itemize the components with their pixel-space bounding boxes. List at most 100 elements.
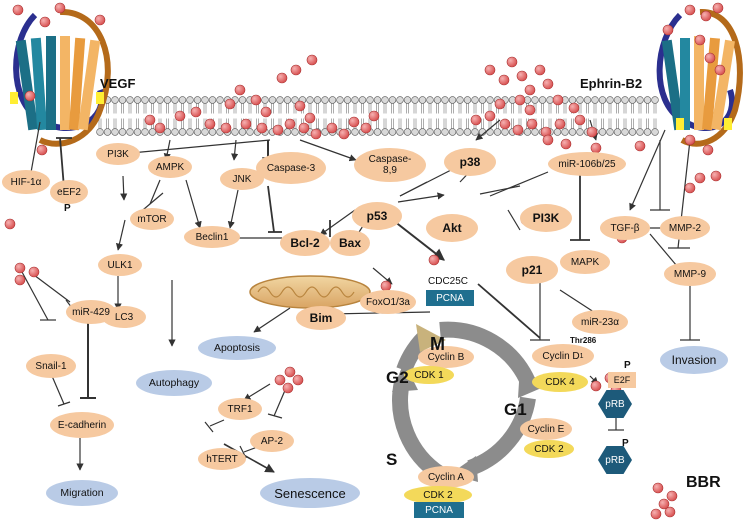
bbr-molecule-icon: [512, 124, 524, 136]
lipid-head: [643, 128, 652, 136]
lipid-tail: [398, 103, 402, 114]
bbr-molecule-icon: [294, 100, 306, 112]
bbr-molecule-icon: [368, 110, 380, 122]
lipid-head: [411, 96, 419, 104]
lipid-tail: [623, 118, 627, 129]
lipid-tail: [106, 118, 109, 129]
pathway-connectors: [21, 119, 700, 473]
lipid-tail: [128, 118, 132, 129]
bbr-molecule-icon: [304, 112, 316, 124]
lipid-head: [343, 96, 352, 104]
lipid-tail: [398, 118, 402, 129]
bbr-molecule-icon: [28, 266, 40, 278]
cell-membrane: [96, 96, 659, 136]
lipid-tail: [271, 103, 274, 114]
bbr-molecule-icon: [94, 14, 106, 26]
cdc25c-label: CDC25C: [428, 276, 469, 287]
lipid-head: [193, 128, 202, 136]
lipid-tail: [323, 103, 327, 114]
lipid-tail: [451, 118, 454, 129]
lipid-head: [163, 96, 172, 104]
bbr-molecule-icon: [574, 114, 586, 126]
lipid-tail: [113, 118, 117, 129]
lipid-head: [396, 128, 404, 136]
lipid-head: [141, 96, 149, 104]
bbr-molecule-icon: [174, 110, 186, 122]
bbr-molecule-icon: [260, 106, 272, 118]
phase-g2-label: G2: [386, 368, 409, 387]
lipid-tail: [586, 103, 589, 114]
lipid-tail: [211, 103, 214, 114]
lipid-head: [96, 128, 104, 136]
bbr-molecule-icon: [516, 70, 528, 82]
lipid-tail: [308, 103, 312, 114]
lipid-tail: [646, 118, 649, 129]
ampk-node: AMPK: [148, 156, 192, 178]
lipid-head: [366, 96, 374, 104]
prb-bottom-hexagon: pRB: [598, 446, 632, 474]
lipid-tail: [248, 103, 252, 114]
bbr-molecule-icon: [684, 182, 696, 194]
lipid-tail: [466, 118, 469, 129]
ephrin-b2-receptor-icon: [656, 8, 743, 147]
lipid-tail: [406, 103, 409, 114]
lipid-head: [178, 96, 187, 104]
lipid-head: [448, 96, 457, 104]
bbr-molecule-icon: [664, 506, 676, 518]
lipid-head: [291, 128, 299, 136]
bbr-molecule-icon: [684, 134, 696, 146]
bbr-molecule-icon: [154, 122, 166, 134]
lipid-head: [388, 96, 397, 104]
migration-outcome: Migration: [46, 480, 118, 506]
lipid-head: [606, 128, 614, 136]
lipid-head: [141, 128, 149, 136]
lipid-tail: [218, 118, 222, 129]
tgfb-node: TGF-β: [600, 216, 650, 240]
bbr-molecule-icon: [284, 118, 296, 130]
lipid-head: [576, 96, 584, 104]
bbr-molecule-icon: [290, 64, 302, 76]
lipid-head: [328, 96, 337, 104]
mapk-node: MAPK: [560, 250, 610, 274]
lipid-tail: [113, 103, 117, 114]
lipid-tail: [233, 118, 237, 129]
bbr-molecule-icon: [554, 118, 566, 130]
lipid-head: [426, 128, 434, 136]
bbr-molecule-icon: [284, 366, 296, 378]
lipid-head: [403, 96, 412, 104]
lipid-head: [336, 96, 344, 104]
bbr-molecule-icon: [272, 124, 284, 136]
lipid-tail: [166, 118, 169, 129]
lipid-tail: [166, 103, 169, 114]
lipid-head: [591, 96, 599, 104]
bbr-molecule-icon: [204, 118, 216, 130]
lipid-head: [531, 96, 539, 104]
lipid-head: [133, 128, 142, 136]
bbr-molecule-icon: [484, 64, 496, 76]
lipid-tail: [511, 118, 514, 129]
bbr-molecule-icon: [24, 90, 36, 102]
e2f-box: E2F: [608, 372, 636, 388]
lipid-head: [321, 128, 329, 136]
hif1a-node: HIF-1α: [2, 170, 50, 194]
lipid-tail: [458, 103, 462, 114]
lipid-head: [231, 128, 239, 136]
lipid-tail: [638, 103, 642, 114]
bbr-molecule-icon: [704, 52, 716, 64]
ephrin-b2-label: Ephrin-B2: [580, 76, 643, 91]
lipid-tail: [316, 118, 319, 129]
bbr-molecule-icon: [694, 172, 706, 184]
bbr-molecule-icon: [484, 110, 496, 122]
invasion-outcome: Invasion: [660, 346, 728, 374]
lipid-tail: [481, 103, 484, 114]
lipid-tail: [136, 103, 139, 114]
lipid-tail: [241, 103, 244, 114]
snail1-node: Snail-1: [26, 354, 76, 378]
lipid-tail: [593, 118, 597, 129]
lipid-head: [373, 96, 382, 104]
lipid-head: [486, 96, 494, 104]
bbr-molecule-icon: [634, 140, 646, 152]
bbr-molecule-icon: [694, 34, 706, 46]
lipid-tail: [338, 103, 342, 114]
lipid-head: [283, 128, 292, 136]
